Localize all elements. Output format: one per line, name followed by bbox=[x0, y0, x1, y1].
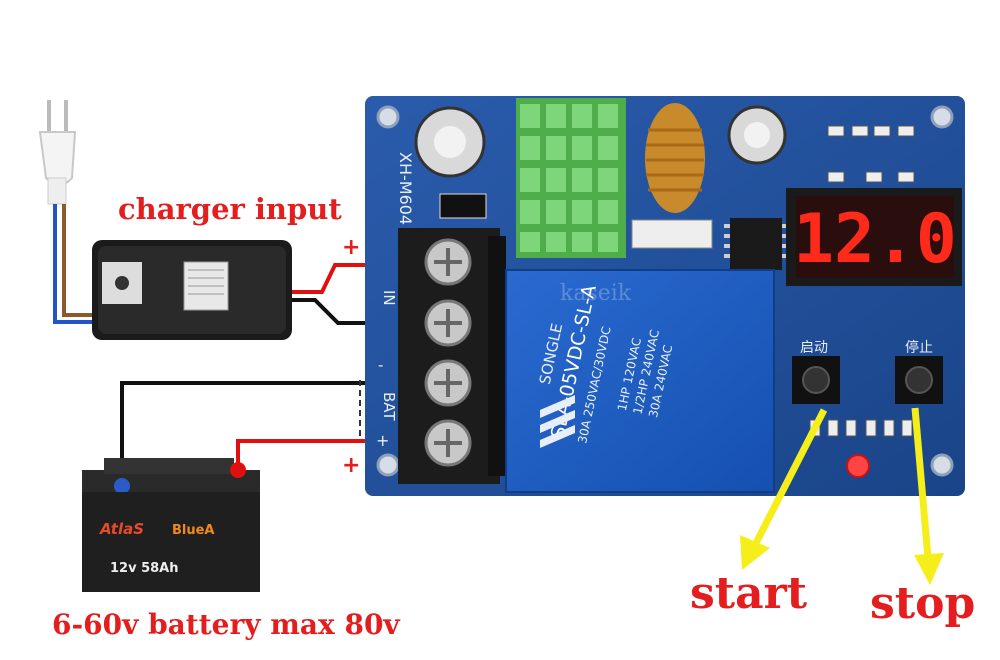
screw-terminal bbox=[424, 359, 472, 407]
watermark: kaseik bbox=[560, 281, 632, 306]
stop-arrow bbox=[911, 407, 944, 585]
battery-spec: 12v 58Ah bbox=[110, 561, 179, 576]
terminal-in-label: IN bbox=[380, 290, 398, 306]
board-model: XH-M604 bbox=[396, 152, 415, 225]
control-board: 12.0 启动 停止 XH-M604 IN - BAT + bbox=[365, 96, 965, 496]
plus-marker-bottom: + bbox=[342, 453, 360, 478]
screw-terminal bbox=[424, 419, 472, 467]
screw-terminal bbox=[424, 238, 472, 286]
stop-button[interactable] bbox=[895, 356, 943, 404]
battery-brand-2: BlueA bbox=[172, 523, 215, 538]
terminal-plus-label: + bbox=[376, 431, 389, 450]
terminal-block bbox=[398, 228, 506, 484]
charger-input-label: charger input bbox=[118, 192, 342, 226]
heatsink bbox=[516, 98, 626, 258]
led-indicator bbox=[846, 454, 870, 478]
battery-wires bbox=[120, 381, 402, 488]
battery: AtlaS BlueA 12v 58Ah bbox=[82, 458, 260, 592]
start-button-label: 启动 bbox=[800, 340, 828, 356]
display-readout: 12.0 bbox=[793, 200, 957, 279]
inductor-coil bbox=[631, 103, 713, 249]
relay-logo bbox=[540, 395, 575, 448]
voltage-display: 12.0 bbox=[786, 188, 962, 286]
stop-label: stop bbox=[870, 578, 976, 629]
start-arrow bbox=[740, 408, 828, 570]
charger-adapter bbox=[92, 240, 292, 340]
stop-button-label: 停止 bbox=[905, 339, 933, 356]
power-plug bbox=[38, 100, 77, 205]
terminal-bat-label: BAT bbox=[380, 392, 398, 421]
screw-terminal bbox=[424, 299, 472, 347]
start-button[interactable] bbox=[792, 356, 840, 404]
ic-chip bbox=[724, 218, 788, 270]
start-label: start bbox=[690, 568, 808, 619]
terminal-minus-label: - bbox=[378, 356, 383, 374]
plug-cord bbox=[53, 204, 96, 324]
capacitor-left bbox=[414, 106, 486, 178]
capacitor-right bbox=[727, 105, 787, 165]
relay: SONGLE SLA-05VDC-SL-A 30A 250VAC/30VDC 1… bbox=[505, 269, 775, 493]
battery-brand-1: AtlaS bbox=[99, 520, 144, 538]
plus-marker-top: + bbox=[342, 235, 360, 260]
battery-label: 6-60v battery max 80v bbox=[52, 608, 400, 641]
